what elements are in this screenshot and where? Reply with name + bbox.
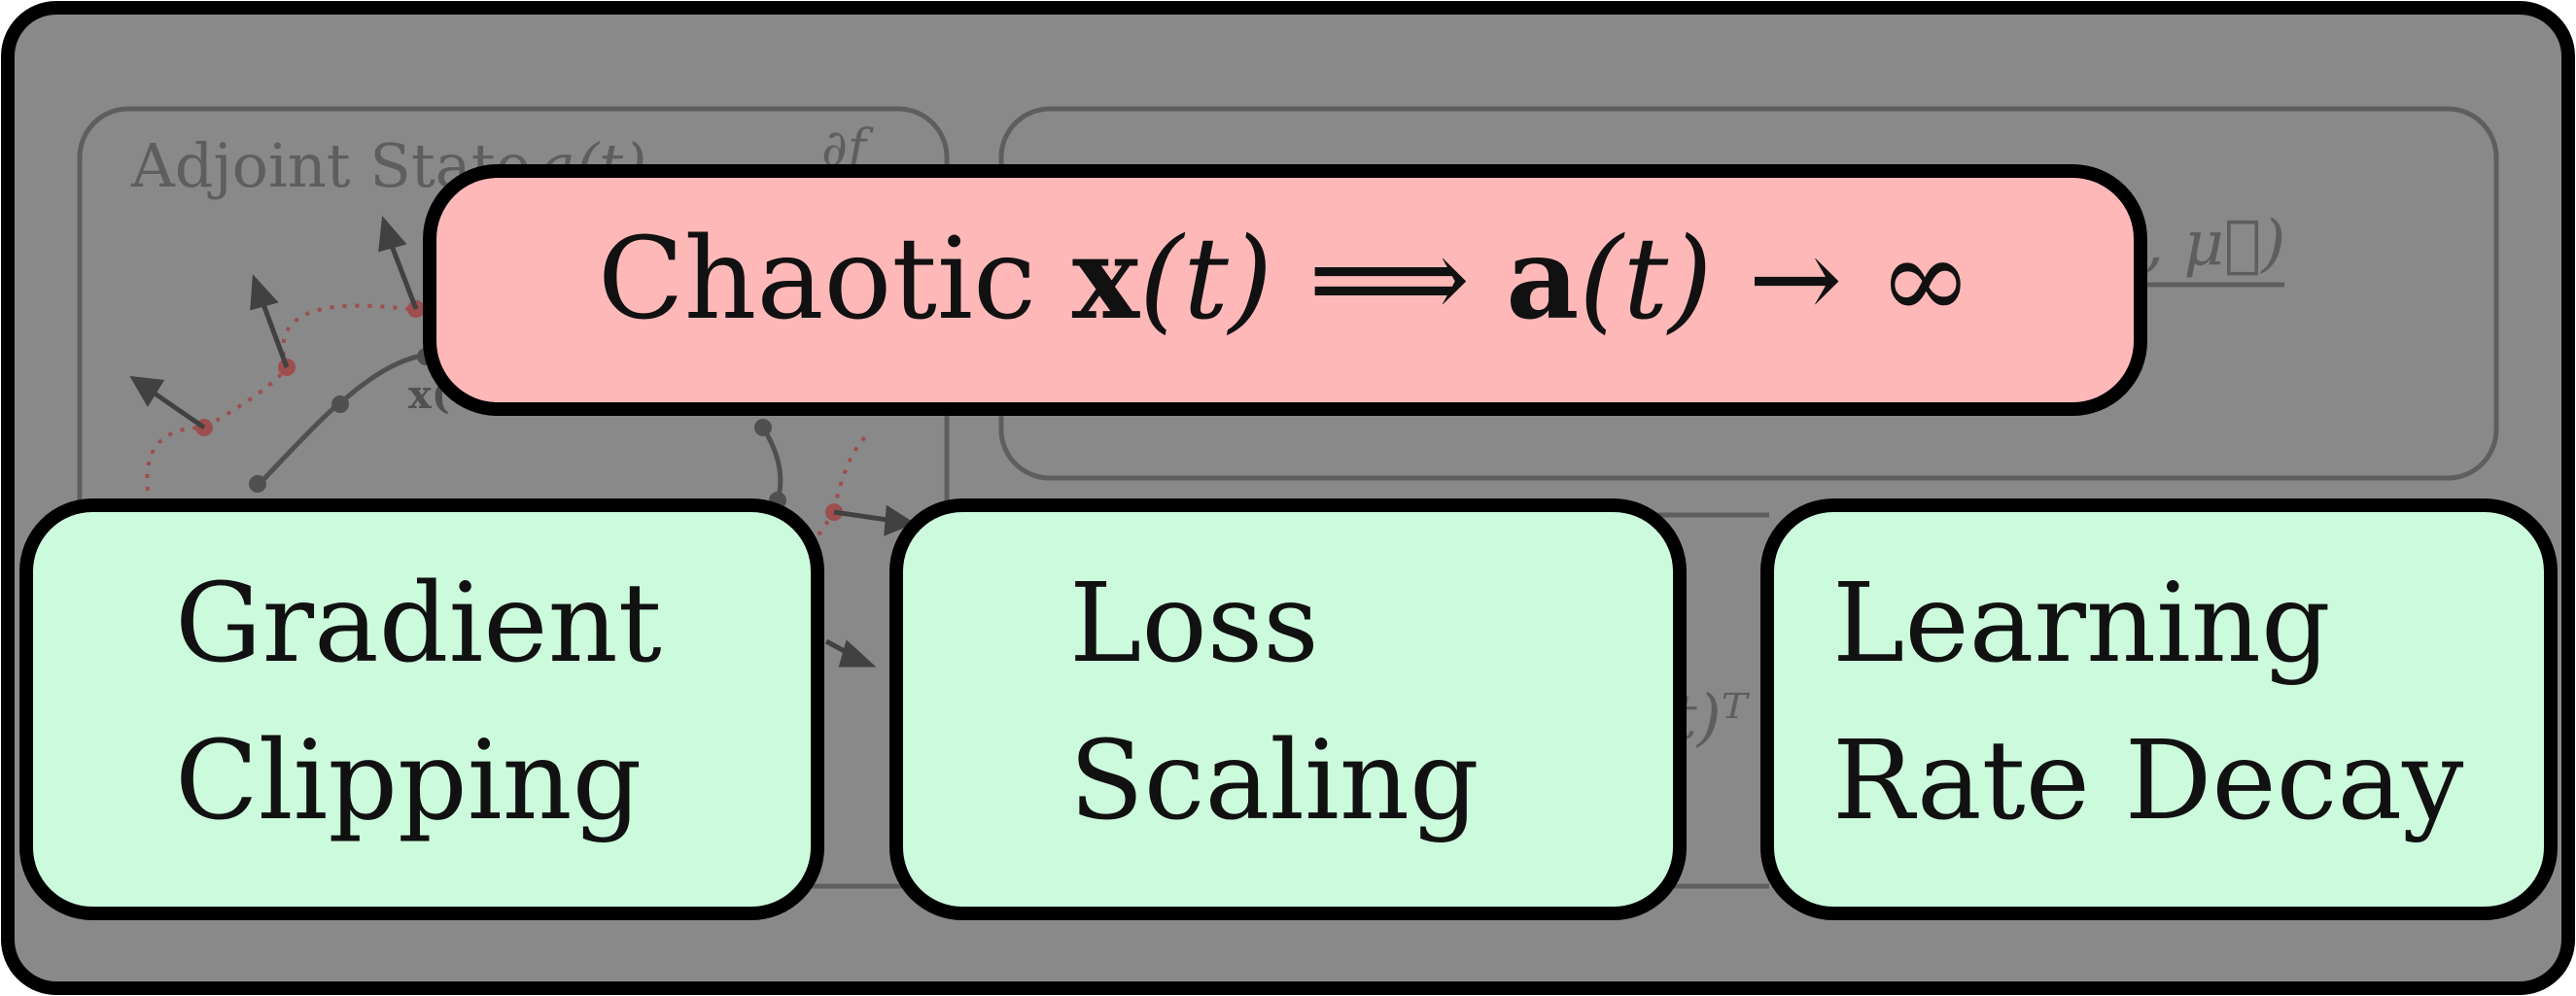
banner-a: a [1506,213,1579,345]
adjoint-vector-arrows [824,504,916,668]
remedy-box-label-line1: Learning [1832,561,2331,687]
banner-t2: (t) [1579,214,1712,345]
trajectory-node [331,395,349,413]
remedy-box-label-line1: Loss [1069,561,1319,687]
remedy-box-gradient-clipping: Gradient Clipping [19,498,824,920]
remedy-box-learning-rate-decay: Learning Rate Decay [1760,498,2558,920]
remedy-box-label-line1: Gradient [175,561,662,687]
banner-word: Chaotic [598,214,1072,345]
remedy-box-label-line2: Clipping [175,718,642,844]
banner-x: x [1072,213,1140,345]
chaotic-banner: Chaotic x(t) ⟹ a(t) → ∞ [423,164,2147,416]
remedy-box-label-line2: Scaling [1069,718,1479,844]
adjoint-vector-arrows [129,216,419,430]
banner-t1: (t) [1139,214,1272,345]
banner-arrow-infinity: → ∞ [1713,214,1973,345]
trajectory-node [754,419,772,436]
banner-implies: ⟹ [1272,214,1506,345]
remedy-box-label-line2: Rate Decay [1832,718,2463,844]
remedy-box-loss-scaling: Loss Scaling [889,498,1687,920]
trajectory-node [249,475,266,493]
banner-equation: Chaotic x(t) ⟹ a(t) → ∞ [598,213,1972,345]
